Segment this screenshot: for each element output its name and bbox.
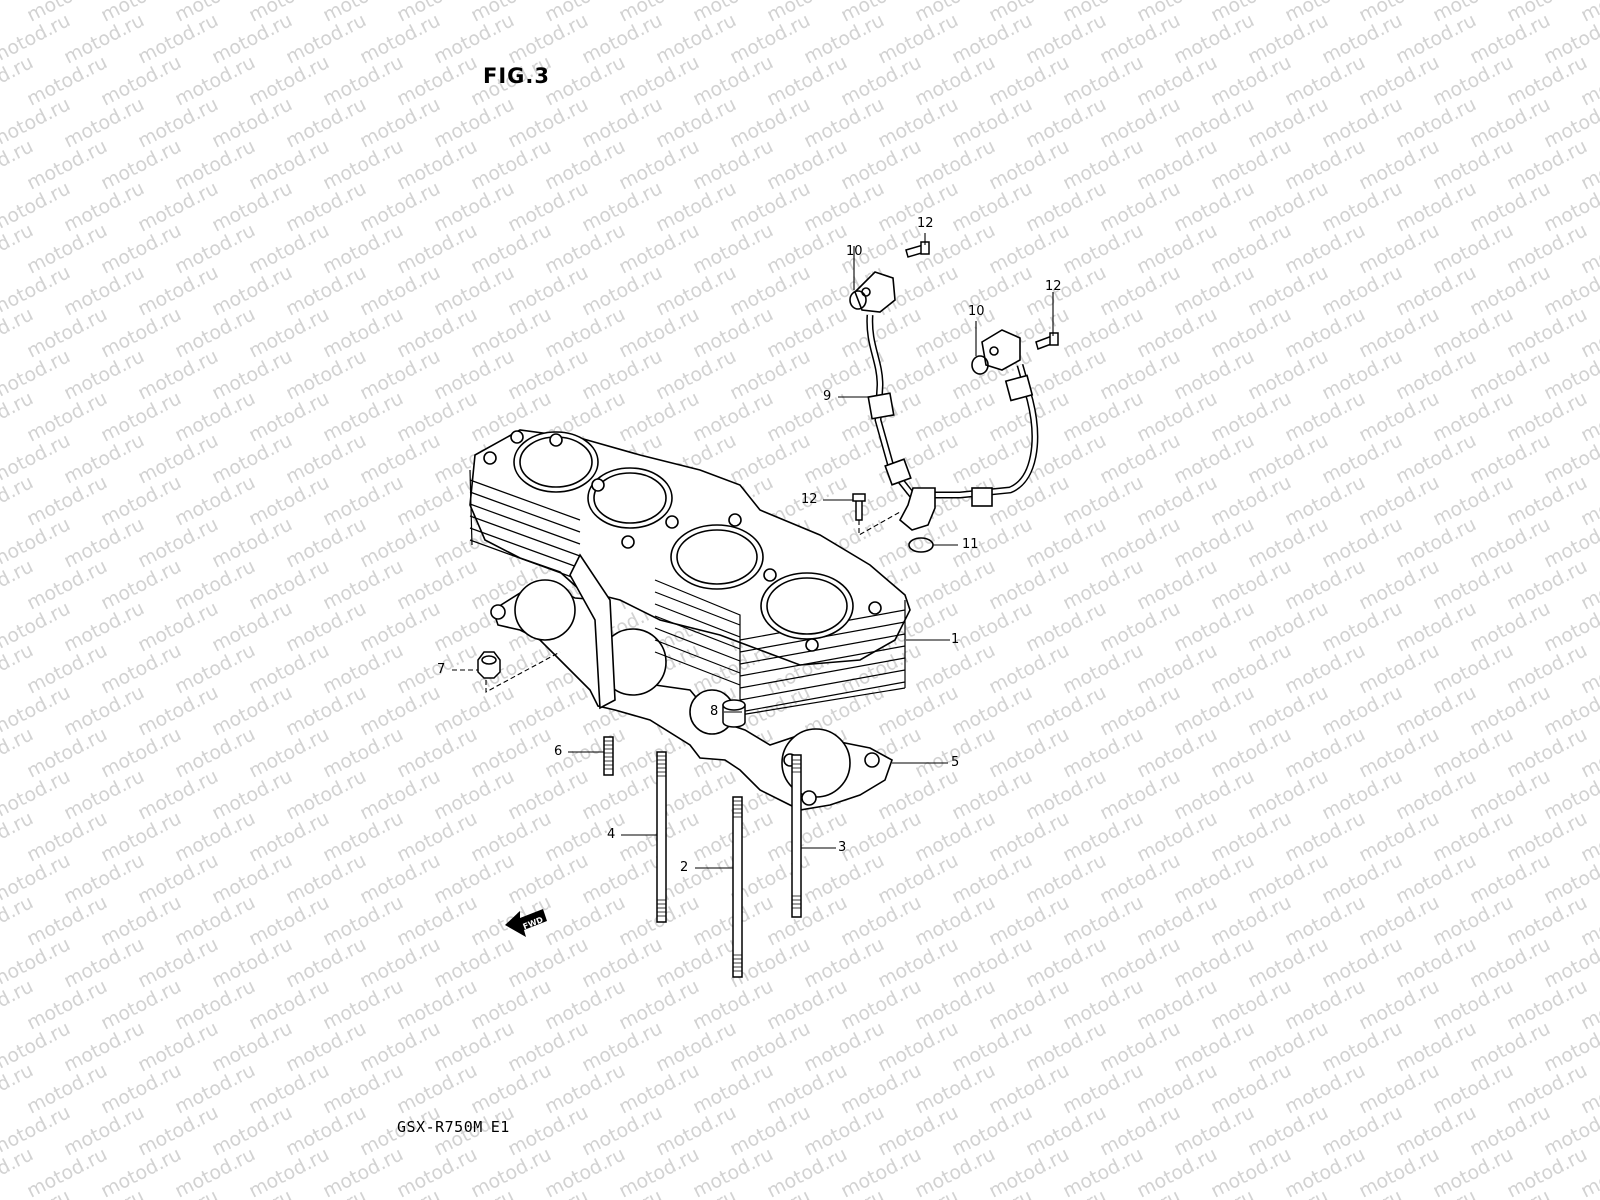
model-label: GSX-R750M E1 [397, 1118, 518, 1136]
dowel-pin [722, 699, 746, 728]
callout-2: 2 [680, 860, 689, 875]
callout-11: 11 [962, 537, 979, 552]
callout-8: 8 [710, 704, 719, 719]
figure-title: FIG.3 [483, 64, 550, 88]
callout-4: 4 [607, 827, 616, 842]
callout-10a: 10 [846, 244, 863, 259]
callout-12a: 12 [917, 216, 934, 231]
callout-10b: 10 [968, 304, 985, 319]
callout-5: 5 [951, 755, 960, 770]
callout-12b: 12 [1045, 279, 1062, 294]
model-code: GSX-R750M [397, 1118, 483, 1136]
nut [477, 651, 501, 679]
callout-1: 1 [951, 632, 960, 647]
region-code: E1 [490, 1118, 510, 1136]
callout-3: 3 [838, 840, 847, 855]
callout-7: 7 [437, 662, 446, 677]
watermark-text: motod.ru [1577, 0, 1600, 26]
callout-6: 6 [554, 744, 563, 759]
callout-12c: 12 [801, 492, 818, 507]
callout-9: 9 [823, 389, 832, 404]
